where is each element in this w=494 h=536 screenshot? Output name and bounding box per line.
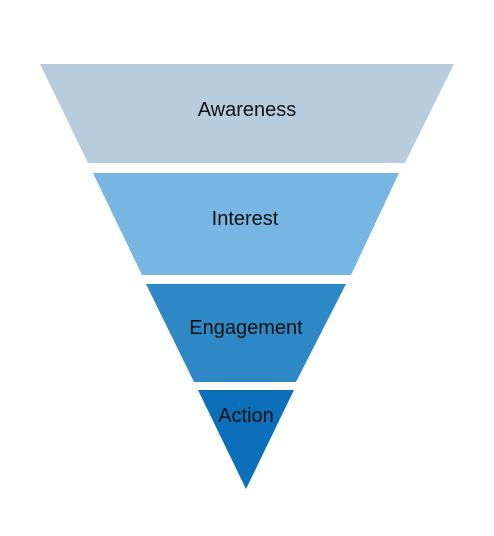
funnel-stage-engagement: Engagement <box>146 284 346 382</box>
funnel-label-action: Action <box>218 405 274 427</box>
funnel-label-awareness: Awareness <box>198 99 297 121</box>
funnel-band-interest <box>93 173 399 275</box>
funnel-label-interest: Interest <box>212 208 279 230</box>
funnel-stage-awareness: Awareness <box>40 64 454 163</box>
funnel-band-engagement <box>146 284 346 382</box>
funnel-stage-action: Action <box>198 390 294 489</box>
funnel-band-action <box>198 390 294 489</box>
funnel-label-engagement: Engagement <box>189 317 303 339</box>
funnel-stage-interest: Interest <box>93 173 399 275</box>
funnel-band-awareness <box>40 64 454 163</box>
